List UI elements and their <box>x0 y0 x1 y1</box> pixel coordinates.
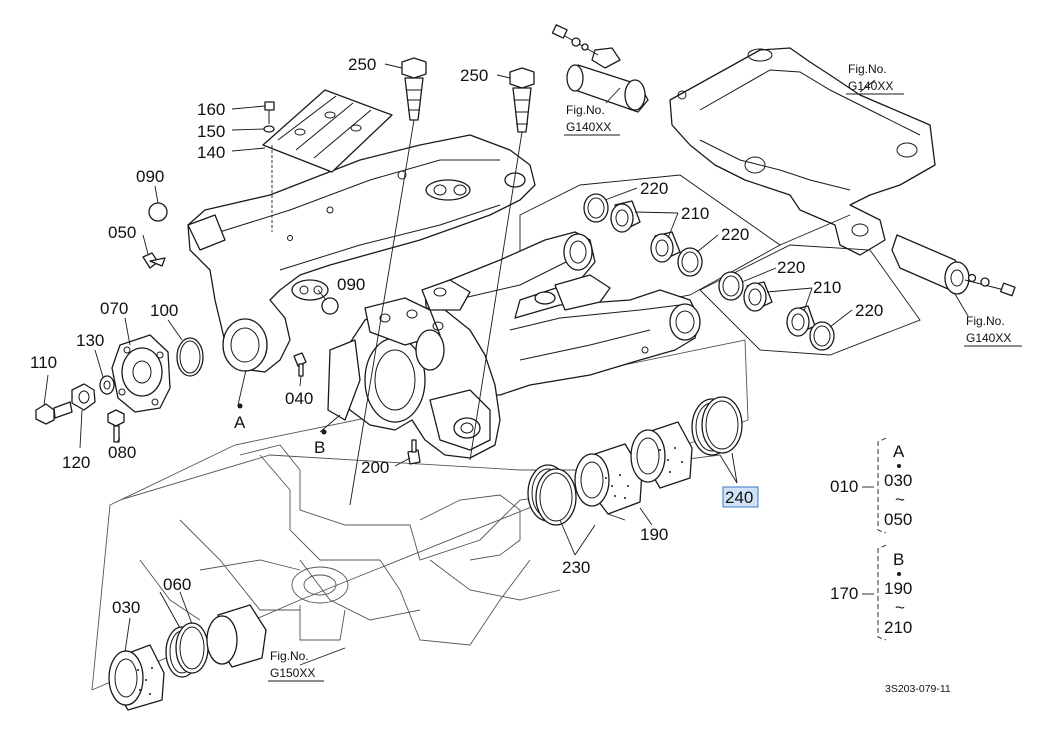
callout-140: 140 <box>197 143 225 162</box>
o-ring-100 <box>176 337 204 377</box>
svg-text:Fig.No.: Fig.No. <box>966 314 1005 328</box>
callout-230: 230 <box>562 558 590 577</box>
assembly-legend-170: 170 B 190 ~ 210 <box>830 544 912 641</box>
bolt-110 <box>35 401 73 425</box>
drawing-code: 3S203-079-11 <box>885 683 951 695</box>
bushing-190-b <box>630 421 693 489</box>
svg-text:B: B <box>893 550 904 569</box>
washer-130 <box>99 375 115 395</box>
grease-fitting-050 <box>142 252 166 269</box>
bolt-250-right <box>469 67 535 461</box>
callout-090-lower: 090 <box>337 275 365 294</box>
fig-ref-top-right: Fig.No. G140XX <box>846 62 904 95</box>
callout-220-4: 220 <box>855 301 883 320</box>
svg-text:G140XX: G140XX <box>966 331 1011 345</box>
callout-190: 190 <box>640 525 668 544</box>
callout-150: 150 <box>197 122 225 141</box>
callout-050: 050 <box>108 223 136 242</box>
bolt-160 <box>264 101 275 124</box>
seal-060 <box>165 622 209 678</box>
callout-200: 200 <box>361 458 389 477</box>
svg-text:G150XX: G150XX <box>270 666 315 680</box>
svg-text:A: A <box>893 442 905 461</box>
washer-150 <box>263 125 275 133</box>
svg-text:030: 030 <box>884 471 912 490</box>
svg-text:G140XX: G140XX <box>566 120 611 134</box>
callout-250-right: 250 <box>460 66 488 85</box>
svg-text:~: ~ <box>895 490 905 509</box>
marker-a: A <box>234 413 246 432</box>
axle-knuckle-housing <box>327 279 501 459</box>
grease-fitting-200 <box>407 439 421 465</box>
svg-text:G140XX: G140XX <box>848 79 893 93</box>
bolt-250-left <box>349 57 427 506</box>
ball-090-upper <box>148 202 168 222</box>
callout-120: 120 <box>62 453 90 472</box>
svg-text:Fig.No.: Fig.No. <box>566 103 605 117</box>
callout-130: 130 <box>76 331 104 350</box>
callout-labels: 250 250 160 150 140 090 050 090 070 100 … <box>30 55 883 617</box>
bushing-set-lower <box>718 271 835 351</box>
svg-text:190: 190 <box>884 579 912 598</box>
callout-240: 240 <box>725 488 753 507</box>
bushing-190-a <box>574 443 643 515</box>
svg-text:Fig.No.: Fig.No. <box>848 62 887 76</box>
callout-100: 100 <box>150 301 178 320</box>
callout-090-upper: 090 <box>136 167 164 186</box>
svg-text:050: 050 <box>884 510 912 529</box>
marker-b-dot <box>321 429 327 435</box>
callout-220-1: 220 <box>640 179 668 198</box>
bushing-030 <box>108 644 165 711</box>
frame-bracket-upper <box>669 47 936 256</box>
front-axle-bracket <box>187 134 536 373</box>
callout-250-left: 250 <box>348 55 376 74</box>
grease-fitting-040 <box>293 352 307 377</box>
callout-110: 110 <box>30 353 57 372</box>
frame-pin-lower <box>891 234 1016 297</box>
leader-lines <box>43 63 969 666</box>
svg-text:Fig.No.: Fig.No. <box>270 649 309 663</box>
ball-090-lower <box>321 297 339 315</box>
cover-070 <box>111 334 171 413</box>
callout-030: 030 <box>112 598 140 617</box>
bushing-set-upper <box>583 193 703 277</box>
callout-160: 160 <box>197 100 225 119</box>
marker-a-dot <box>237 403 243 409</box>
svg-text:~: ~ <box>895 598 905 617</box>
svg-text:210: 210 <box>884 618 912 637</box>
callout-210-1: 210 <box>681 204 709 223</box>
seal-230 <box>527 464 577 526</box>
callout-220-2: 220 <box>721 225 749 244</box>
assembly-legend-010: 010 A 030 ~ 050 <box>830 437 912 534</box>
plate-140 <box>262 89 393 173</box>
callout-060: 060 <box>163 575 191 594</box>
svg-text:170: 170 <box>830 584 858 603</box>
fig-ref-top-center: Fig.No. G140XX <box>564 103 620 136</box>
front-axle-support-arm <box>424 231 701 396</box>
callout-210-2: 210 <box>813 278 841 297</box>
spacer-collar <box>206 604 267 668</box>
frame-pin-upper <box>551 24 649 113</box>
marker-b: B <box>314 438 325 457</box>
callout-070: 070 <box>100 299 128 318</box>
nut-120 <box>71 383 96 411</box>
fig-ref-bottom: Fig.No. G150XX <box>268 649 324 682</box>
bolt-080 <box>107 409 125 443</box>
callout-220-3: 220 <box>777 258 805 277</box>
callout-040: 040 <box>285 389 313 408</box>
callout-240-highlight <box>722 486 759 508</box>
svg-text:010: 010 <box>830 477 858 496</box>
front-axle-housing-outline <box>91 339 749 691</box>
ring-240 <box>691 396 743 456</box>
fig-ref-right-mid: Fig.No. G140XX <box>964 314 1022 347</box>
callout-080: 080 <box>108 443 136 462</box>
